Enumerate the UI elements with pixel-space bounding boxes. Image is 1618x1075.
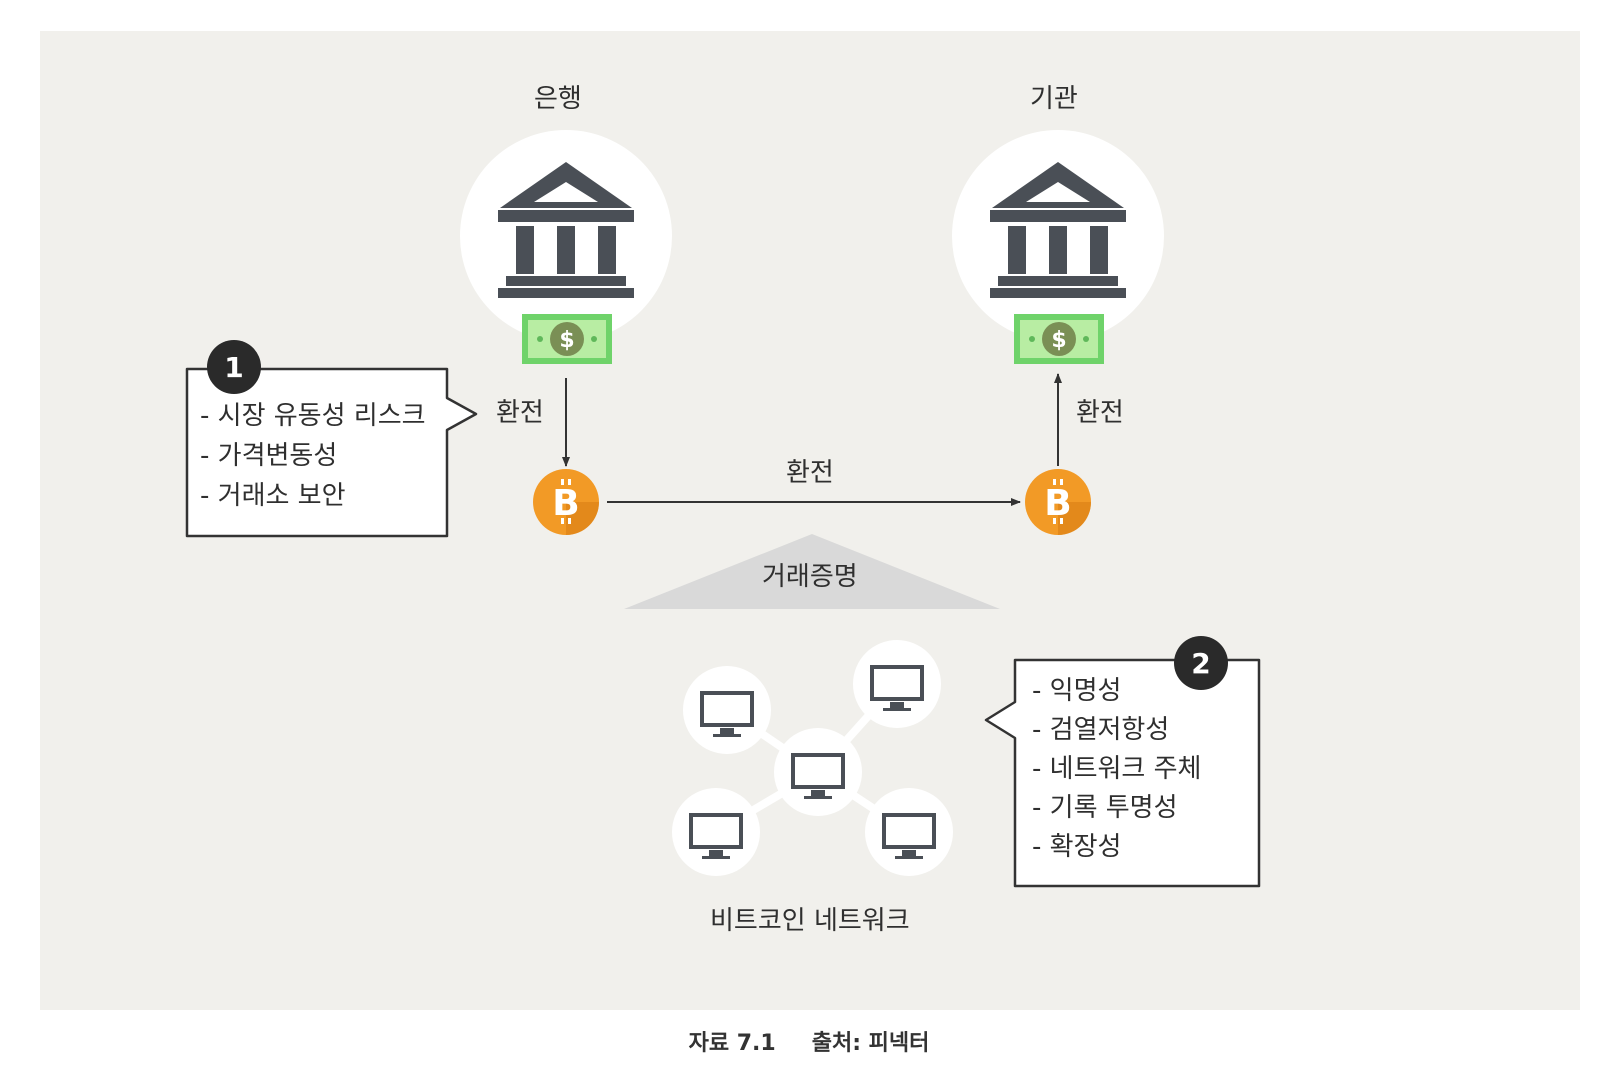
monitor-icon (700, 691, 754, 737)
svg-text:B: B (552, 483, 579, 524)
network-node (683, 666, 771, 754)
monitor-icon (689, 813, 743, 859)
institution-node (952, 130, 1164, 342)
exchange-label-left: 환전 (496, 398, 544, 428)
proof-label: 거래증명 (762, 562, 858, 592)
callout1-list: - 시장 유동성 리스크 - 가격변동성 - 거래소 보안 (200, 396, 426, 516)
callout2-item: - 기록 투명성 (1032, 793, 1178, 823)
network-node (853, 640, 941, 728)
callout2-list: - 익명성 - 검열저항성 - 네트워크 주체 - 기록 투명성 - 확장성 (1032, 672, 1201, 867)
bank-node (460, 130, 672, 342)
callout1-box (185, 367, 478, 538)
figure-number: 자료 7.1 (688, 1031, 776, 1056)
monitor-icon (882, 813, 936, 859)
institution-label: 기관 (1030, 84, 1078, 114)
callout1-badge: 1 (207, 340, 261, 394)
network-label: 비트코인 네트워크 (710, 906, 910, 936)
bank-label: 은행 (534, 84, 582, 114)
network-node (865, 788, 953, 876)
exchange-label-middle: 환전 (786, 458, 834, 488)
network-node (774, 728, 862, 816)
figure-source: 출처: 피넥터 (811, 1031, 930, 1056)
bank-building-icon (498, 162, 634, 298)
callout1-item: - 가격변동성 (200, 441, 338, 471)
callout2-item: - 확장성 (1032, 832, 1122, 862)
svg-text:B: B (1044, 483, 1071, 524)
bitcoin-icon: B (533, 469, 599, 535)
dollar-bill-icon: $ (1014, 314, 1104, 364)
svg-text:$: $ (1051, 328, 1066, 353)
callout2-box (984, 658, 1261, 888)
callout2-item: - 네트워크 주체 (1032, 754, 1202, 784)
proof-triangle (624, 534, 1000, 609)
institution-building-icon (990, 162, 1126, 298)
callout2-item: - 검열저항성 (1032, 715, 1170, 745)
callout2-item: - 익명성 (1032, 676, 1122, 706)
callout1-item: - 시장 유동성 리스크 (200, 401, 426, 431)
callout1-item: - 거래소 보안 (200, 481, 346, 511)
exchange-label-right: 환전 (1076, 398, 1124, 428)
figure-caption: 자료 7.1 출처: 피넥터 (0, 1025, 1618, 1057)
monitor-icon (791, 753, 845, 799)
dollar-bill-icon: $ (522, 314, 612, 364)
callout2-badge: 2 (1174, 636, 1228, 690)
svg-text:$: $ (559, 328, 574, 353)
bitcoin-icon: B (1025, 469, 1091, 535)
monitor-icon (870, 665, 924, 711)
network-node (672, 788, 760, 876)
